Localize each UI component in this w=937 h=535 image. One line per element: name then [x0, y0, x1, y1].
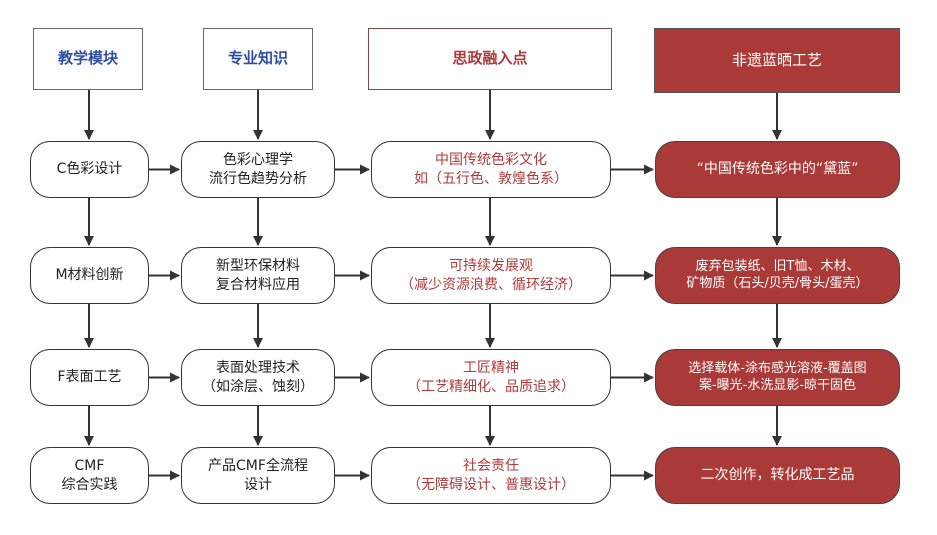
node-m-material-innovation: M材料创新	[30, 247, 149, 304]
node-process-steps: 选择载体-涂布感光溶液-覆盖图 案-曝光-水洗显影-晾干固色	[655, 349, 900, 406]
node-f-surface-craft: F表面工艺	[30, 349, 149, 406]
header-ideological-points: 思政融入点	[368, 28, 612, 90]
node-secondary-creation: 二次创作，转化成工艺品	[655, 447, 900, 504]
node-color-psychology: 色彩心理学 流行色趋势分析	[181, 141, 335, 198]
node-social-responsibility: 社会责任 （无障碍设计、普惠设计）	[371, 447, 611, 504]
node-traditional-color-culture: 中国传统色彩文化 如（五行色、敦煌色系）	[371, 141, 611, 198]
header-teaching-module: 教学模块	[33, 28, 143, 90]
node-surface-treatment: 表面处理技术 （如涂层、蚀刻）	[181, 349, 335, 406]
node-cmf-process: 产品CMF全流程 设计	[181, 447, 335, 504]
node-waste-materials: 废弃包装纸、旧T恤、木材、 矿物质（石头/贝壳/骨头/蛋壳）	[655, 247, 900, 304]
header-cyanotype-craft: 非遗蓝晒工艺	[654, 28, 900, 93]
node-cmf-practice: CMF 综合实践	[30, 447, 149, 504]
node-dai-blue: “中国传统色彩中的“黛蓝”	[655, 141, 900, 198]
header-professional-knowledge: 专业知识	[203, 28, 313, 90]
node-eco-materials: 新型环保材料 复合材料应用	[181, 247, 335, 304]
node-sustainable-development: 可持续发展观 （减少资源浪费、循环经济）	[371, 247, 611, 304]
node-c-color-design: C色彩设计	[30, 141, 149, 198]
node-craftsmanship: 工匠精神 （工艺精细化、品质追求）	[371, 349, 611, 406]
